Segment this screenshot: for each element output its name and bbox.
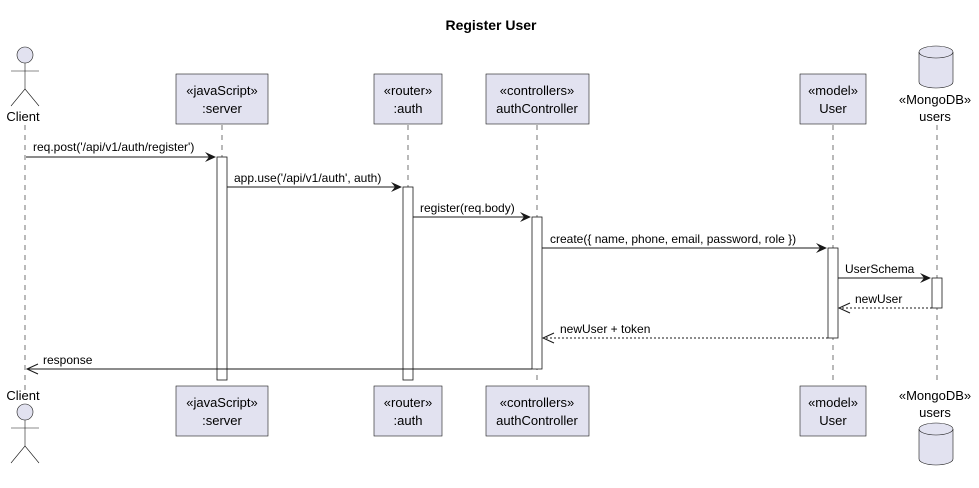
- actor-client-bottom: Client: [6, 388, 40, 464]
- message-2: app.use('/api/v1/auth', auth): [227, 171, 402, 192]
- participant-label: :auth: [394, 101, 423, 116]
- participant-stereotype: «javaScript»: [186, 395, 258, 410]
- activation-user: [827, 247, 839, 339]
- database-icon: [918, 422, 954, 466]
- participant-label: authController: [496, 413, 578, 428]
- message-label: newUser: [855, 292, 902, 306]
- participant-auth-top: «router» :auth: [373, 73, 443, 125]
- participant-stereotype: «router»: [384, 395, 432, 410]
- participant-stereotype: «controllers»: [500, 83, 574, 98]
- participant-label: Client: [6, 109, 40, 124]
- message-1: req.post('/api/v1/auth/register'): [26, 140, 216, 162]
- database-users-bottom: «MongoDB» users: [899, 388, 971, 466]
- actor-head: [16, 403, 34, 421]
- message-label: create({ name, phone, email, password, r…: [550, 232, 796, 246]
- participant-label: User: [819, 101, 847, 116]
- message-label: app.use('/api/v1/auth', auth): [234, 171, 381, 185]
- participant-stereotype: «MongoDB»: [899, 388, 971, 403]
- activation-server: [216, 156, 228, 381]
- participant-server-top: «javaScript» :server: [175, 73, 269, 125]
- message-7: newUser + token: [541, 322, 828, 344]
- participant-label: authController: [496, 101, 578, 116]
- message-3: register(req.body): [413, 201, 531, 222]
- participant-label: Client: [6, 388, 40, 403]
- participant-server-bottom: «javaScript» :server: [175, 385, 269, 437]
- participant-stereotype: «model»: [808, 395, 858, 410]
- participant-label: :server: [202, 101, 242, 116]
- message-label: register(req.body): [420, 201, 515, 215]
- message-5: UserSchema: [838, 262, 931, 283]
- participant-stereotype: «MongoDB»: [899, 92, 971, 107]
- participant-auth-controller-top: «controllers» authController: [485, 73, 590, 125]
- message-label: req.post('/api/v1/auth/register'): [33, 140, 194, 154]
- database-icon: [918, 45, 954, 89]
- message-label: newUser + token: [560, 322, 650, 336]
- database-users-top: «MongoDB» users: [899, 45, 971, 124]
- participant-user-bottom: «model» User: [799, 385, 867, 437]
- diagram-title: Register User: [445, 17, 537, 33]
- participant-label: users: [919, 109, 951, 124]
- participant-stereotype: «javaScript»: [186, 83, 258, 98]
- actor-client-top: Client: [6, 46, 40, 124]
- participant-user-top: «model» User: [799, 73, 867, 125]
- message-label: response: [43, 353, 93, 367]
- activation-users: [931, 277, 943, 309]
- message-8: response: [25, 353, 532, 375]
- participant-label: :server: [202, 413, 242, 428]
- participant-label: users: [919, 405, 951, 420]
- message-label: UserSchema: [845, 262, 915, 276]
- participant-auth-controller-bottom: «controllers» authController: [485, 385, 590, 437]
- activation-auth: [402, 186, 414, 381]
- message-6: newUser: [837, 292, 932, 314]
- activation-auth-controller: [531, 216, 543, 370]
- participant-auth-bottom: «router» :auth: [373, 385, 443, 437]
- participant-stereotype: «controllers»: [500, 395, 574, 410]
- message-4: create({ name, phone, email, password, r…: [542, 232, 827, 253]
- participant-stereotype: «model»: [808, 83, 858, 98]
- actor-head: [16, 46, 34, 64]
- participant-label: User: [819, 413, 847, 428]
- participant-stereotype: «router»: [384, 83, 432, 98]
- participant-label: :auth: [394, 413, 423, 428]
